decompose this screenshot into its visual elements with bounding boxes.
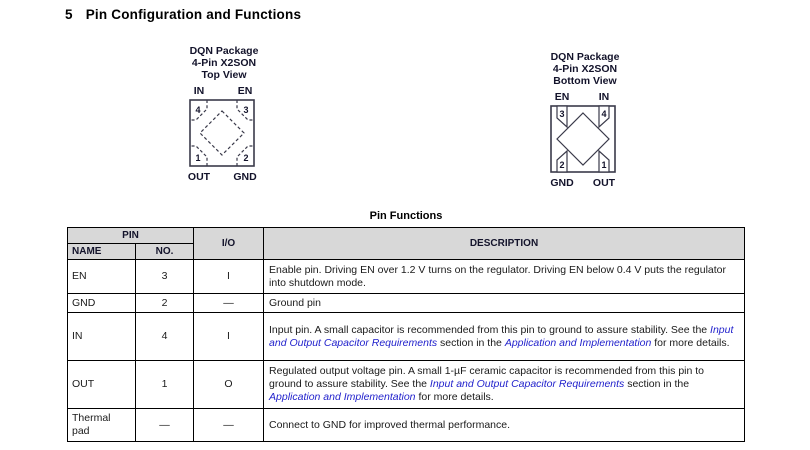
pin-label-top-left: EN <box>555 91 570 103</box>
package-title-line1: DQN Package <box>550 51 620 63</box>
pin-number-bottom-right: 1 <box>601 160 606 170</box>
pin-number-top-left: 3 <box>559 109 564 119</box>
pin-number: 2 <box>134 293 195 313</box>
pin-name: GND <box>67 293 136 313</box>
package-title: DQN Package 4-Pin X2SON Bottom View <box>521 51 649 87</box>
pin-label-top-right: EN <box>238 85 253 97</box>
package-title-line2: 4-Pin X2SON <box>191 57 257 69</box>
header-name: NAME <box>67 243 136 260</box>
pad-pin-top-right <box>598 105 610 129</box>
pin-label-top-right: IN <box>599 91 610 103</box>
description-text: for more details. <box>651 336 730 349</box>
pin-name: EN <box>67 259 136 294</box>
header-no: NO. <box>134 243 195 260</box>
table-header-row-1: PIN I/O DESCRIPTION <box>66 227 745 260</box>
description-text: Regulated output voltage pin. A small 1-… <box>269 365 705 390</box>
description-text: for more details. <box>415 391 494 403</box>
pin-number-bottom-left: 2 <box>559 160 564 170</box>
pin-io: I <box>193 312 265 361</box>
pin-name: Thermal pad <box>67 408 136 442</box>
pin-number: 4 <box>134 312 195 361</box>
pin-functions-table: PIN I/O DESCRIPTION NAME NO. EN 3 I Enab… <box>66 227 745 442</box>
link-application-and-implementation[interactable]: Application and Implementation <box>269 391 416 403</box>
link-input-output-capacitor-requirements[interactable]: Input and Output Capacitor Requirements <box>269 323 734 349</box>
package-title-line1: DQN Package <box>189 45 259 57</box>
pin-io: O <box>193 360 265 409</box>
header-pin: PIN <box>66 227 195 244</box>
thermal-pad-diamond <box>199 110 245 156</box>
pad-pin-top-right <box>236 100 254 121</box>
pin-number-top-right: 4 <box>601 109 606 119</box>
header-description: DESCRIPTION <box>263 227 745 260</box>
table-row-in: IN 4 I Input pin. A small capacitor is r… <box>67 312 745 361</box>
description-text: Input pin. A small capacitor is recommen… <box>269 323 711 336</box>
pin-io: I <box>193 259 265 294</box>
package-diagram-bottom-view: DQN Package 4-Pin X2SON Bottom View EN I… <box>521 51 649 194</box>
table-title: Pin Functions <box>369 210 443 222</box>
description-text: Enable pin. Driving EN over 1.2 V turns … <box>269 263 727 289</box>
pin-description: Enable pin. Driving EN over 1.2 V turns … <box>263 259 745 294</box>
description-text: section in the <box>624 378 690 390</box>
pad-pin-bottom-right <box>236 145 254 166</box>
pin-functions-section: Pin Functions PIN I/O DESCRIPTION NAME N… <box>66 210 745 442</box>
pin-number-top-left: 4 <box>195 105 200 115</box>
pin-label-bottom-left: GND <box>550 177 574 189</box>
table-row-gnd: GND 2 — Ground pin <box>67 293 745 313</box>
pin-io: — <box>193 293 265 313</box>
table-row-out: OUT 1 O Regulated output voltage pin. A … <box>67 360 745 409</box>
package-title-line2: 4-Pin X2SON <box>552 63 618 75</box>
pin-description: Ground pin <box>263 293 745 313</box>
pad-pin-top-left <box>190 100 208 121</box>
pin-number: — <box>134 408 195 442</box>
pin-description: Connect to GND for improved thermal perf… <box>263 408 745 442</box>
table-row-thermal-pad: Thermal pad — — Connect to GND for impro… <box>67 408 745 442</box>
package-title: DQN Package 4-Pin X2SON Top View <box>160 45 288 81</box>
section-title: Pin Configuration and Functions <box>85 7 302 22</box>
link-application-and-implementation[interactable]: Application and Implementation <box>504 336 652 349</box>
package-drawing-bottom-view: EN IN 3 4 2 1 GND OUT <box>550 91 616 189</box>
pin-label-bottom-left: OUT <box>188 171 211 183</box>
pin-number-top-right: 3 <box>243 105 248 115</box>
pad-pin-bottom-left <box>556 149 568 173</box>
pad-pin-top-left <box>556 105 568 129</box>
pin-name: OUT <box>67 360 136 409</box>
pad-pin-bottom-right <box>598 149 610 173</box>
table-header-row-2: NAME NO. <box>67 243 745 260</box>
pin-io: — <box>193 408 265 442</box>
package-title-line3: Top View <box>201 69 247 81</box>
pin-number-bottom-right: 2 <box>243 153 248 163</box>
pin-label-bottom-right: GND <box>233 171 257 183</box>
pin-number: 3 <box>134 259 195 294</box>
pin-description: Regulated output voltage pin. A small 1-… <box>263 360 745 409</box>
description-text: Connect to GND for improved thermal perf… <box>269 418 511 431</box>
table-row-en: EN 3 I Enable pin. Driving EN over 1.2 V… <box>67 259 745 294</box>
pad-pin-bottom-left <box>190 145 208 166</box>
package-diagram-top-view: DQN Package 4-Pin X2SON Top View IN EN 4… <box>160 45 288 188</box>
header-io: I/O <box>193 227 265 260</box>
pin-label-top-left: IN <box>194 85 205 97</box>
pin-label-bottom-right: OUT <box>593 177 616 189</box>
pin-description: Input pin. A small capacitor is recommen… <box>263 312 745 361</box>
pin-name: IN <box>67 312 136 361</box>
pin-number-bottom-left: 1 <box>195 153 200 163</box>
section-heading: 5 Pin Configuration and Functions <box>65 7 301 22</box>
link-input-output-capacitor-requirements[interactable]: Input and Output Capacitor Requirements <box>429 378 625 390</box>
description-text: Ground pin <box>269 296 321 309</box>
section-number: 5 <box>65 7 73 22</box>
pin-number: 1 <box>134 360 195 409</box>
package-title-line3: Bottom View <box>553 75 617 87</box>
description-text: section in the <box>437 336 505 349</box>
thermal-pad-diamond <box>556 112 610 166</box>
package-drawing-top-view: IN EN 4 3 1 2 OUT GND <box>188 85 257 183</box>
